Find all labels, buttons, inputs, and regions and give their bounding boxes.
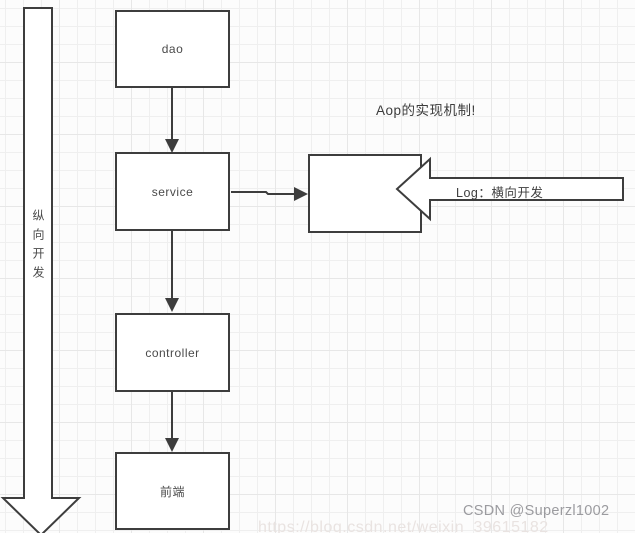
service-to-aopbox-arrowhead-icon bbox=[294, 187, 308, 201]
controller-node: controller bbox=[115, 313, 230, 392]
log-horizontal-development-label: Log：横向开发 bbox=[456, 186, 544, 200]
service-to-controller-arrowhead-icon bbox=[165, 298, 179, 312]
service-node: service bbox=[115, 152, 230, 231]
service-node-label: service bbox=[151, 184, 194, 199]
controller-to-frontend-arrowhead-icon bbox=[165, 438, 179, 452]
controller-node-label: controller bbox=[145, 345, 200, 360]
dao-node-label: dao bbox=[161, 42, 184, 56]
dao-to-service-arrowhead-icon bbox=[165, 139, 179, 153]
dao-node: dao bbox=[115, 10, 230, 88]
aop-target-box bbox=[308, 154, 422, 233]
frontend-node: 前端 bbox=[115, 452, 230, 530]
frontend-node-label: 前端 bbox=[159, 484, 185, 499]
vertical-development-label: 纵向开发 bbox=[31, 209, 45, 285]
aop-annotation-text: Aop的实现机制! bbox=[376, 103, 476, 118]
service-to-aopbox-arrow-line bbox=[231, 191, 295, 195]
csdn-watermark: CSDN @Superzl1002 bbox=[463, 503, 610, 519]
csdn-url-watermark: https://blog.csdn.net/weixin_39615182 bbox=[258, 519, 549, 533]
